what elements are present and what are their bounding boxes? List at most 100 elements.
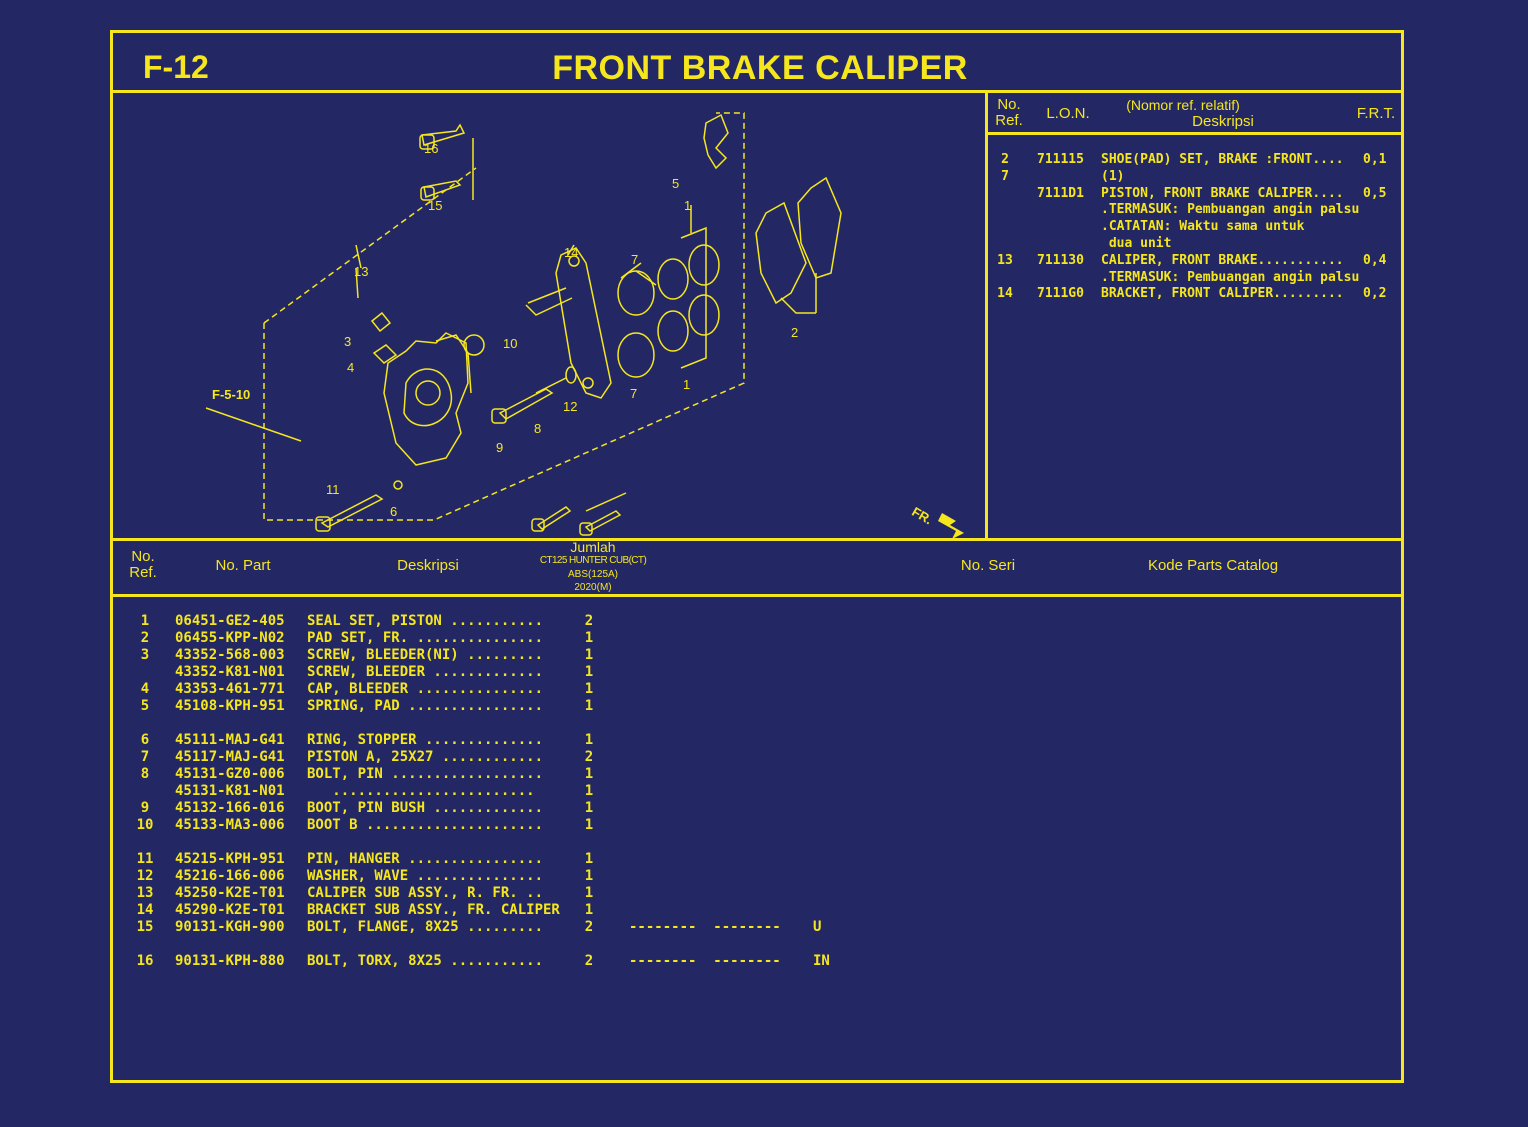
part-description: SCREW, BLEEDER ............. xyxy=(307,664,544,680)
part-description: PAD SET, FR. ............... xyxy=(307,630,544,646)
lon-header-ref: No. Ref. xyxy=(991,97,1027,129)
diagram-divider xyxy=(985,90,988,540)
lon-desc: .CATATAN: Waktu sama untuk xyxy=(1101,219,1305,235)
part-quantity: 2 xyxy=(584,613,594,629)
part-number: 45132-166-016 xyxy=(175,800,285,816)
parts-header-serial: No. Seri xyxy=(960,557,1016,574)
part-catalog-code: U xyxy=(813,919,822,935)
part-quantity: 1 xyxy=(584,732,594,748)
lon-ref: 7 xyxy=(1001,168,1009,184)
part-number: 43353-461-771 xyxy=(175,681,285,697)
part-number: 90131-KGH-900 xyxy=(175,919,285,935)
part-ref: 14 xyxy=(136,902,154,918)
callout-3: 3 xyxy=(344,334,351,349)
lon-header-desc-top: (Nomor ref. relatif) xyxy=(1126,97,1240,113)
parts-header-qty-year: 2020(M) xyxy=(574,582,612,593)
part-ref: 16 xyxy=(136,953,154,969)
part-description: CAP, BLEEDER ............... xyxy=(307,681,544,697)
part-description: BOOT, PIN BUSH ............. xyxy=(307,800,544,816)
part-quantity: 1 xyxy=(584,766,594,782)
part-catalog-code: IN xyxy=(813,953,830,969)
part-number: 45216-166-006 xyxy=(175,868,285,884)
part-number: 43352-568-003 xyxy=(175,647,285,663)
callout-2: 2 xyxy=(791,325,798,340)
lon-ref: 2 xyxy=(1001,152,1009,167)
callout-7-top: 7 xyxy=(631,252,638,267)
part-ref: 8 xyxy=(140,766,150,782)
exploded-diagram: 16 15 13 14 5 1 7 3 4 10 F-5-10 12 8 9 7… xyxy=(205,112,964,539)
direction-arrow-icon xyxy=(938,513,964,539)
lon-desc: .TERMASUK: Pembuangan angin palsu xyxy=(1101,269,1360,285)
lon-desc: PISTON, FRONT BRAKE CALIPER.... xyxy=(1101,185,1344,201)
part-number: 45117-MAJ-G41 xyxy=(175,749,285,765)
lon-desc: (1) xyxy=(1101,168,1125,184)
lon-code: 7111D1 xyxy=(1037,185,1084,201)
callout-6: 6 xyxy=(390,504,397,519)
part-quantity: 1 xyxy=(584,851,594,867)
parts-header-qty-title: Jumlah xyxy=(570,539,616,555)
part-ref: 11 xyxy=(136,851,154,867)
lon-frt: 0,4 xyxy=(1363,252,1387,268)
callout-9: 9 xyxy=(496,440,503,455)
page-title: FRONT BRAKE CALIPER xyxy=(552,49,968,87)
callout-13: 13 xyxy=(354,264,368,279)
part-serial: -------- -------- xyxy=(629,919,781,935)
callout-16-top: 16 xyxy=(424,141,438,156)
part-number: 45250-K2E-T01 xyxy=(175,885,285,901)
callout-14: 14 xyxy=(564,245,578,260)
part-description: BOOT B ..................... xyxy=(307,817,544,833)
callout-f-5-10: F-5-10 xyxy=(212,387,250,402)
part-quantity: 1 xyxy=(584,681,594,697)
part-description: BOLT, TORX, 8X25 ........... xyxy=(307,953,544,969)
part-quantity: 1 xyxy=(584,868,594,884)
part-description: BRACKET SUB ASSY., FR. CALIPER xyxy=(307,902,560,918)
callout-10: 10 xyxy=(503,336,517,351)
lon-code: 711130 xyxy=(1037,252,1084,268)
part-ref: 9 xyxy=(140,800,150,816)
part-number: 06451-GE2-405 xyxy=(175,613,285,629)
lon-code: 711115 xyxy=(1037,152,1084,167)
callout-4: 4 xyxy=(347,360,354,375)
part-number: 45131-K81-N01 xyxy=(175,783,285,799)
lon-header-desc: Deskripsi xyxy=(1192,113,1254,130)
part-quantity: 1 xyxy=(584,630,594,646)
callout-8: 8 xyxy=(534,421,541,436)
part-description: PIN, HANGER ................ xyxy=(307,851,544,867)
lon-header-divider xyxy=(985,132,1401,135)
part-description: SEAL SET, PISTON ........... xyxy=(307,613,544,629)
lon-header-lon: L.O.N. xyxy=(1046,105,1090,122)
parts-header-qty-type: ABS(125A) xyxy=(567,569,619,580)
callout-7-bottom: 7 xyxy=(630,386,637,401)
part-number: 45131-GZ0-006 xyxy=(175,766,285,782)
lon-ref: 13 xyxy=(997,252,1013,268)
lon-desc: BRACKET, FRONT CALIPER......... xyxy=(1101,286,1344,302)
lon-desc: SHOE(PAD) SET, BRAKE :FRONT.... xyxy=(1101,152,1344,167)
direction-label: FR. xyxy=(909,504,935,527)
part-ref: 5 xyxy=(140,698,150,714)
callout-12: 12 xyxy=(563,399,577,414)
part-ref: 10 xyxy=(136,817,154,833)
part-number: 45108-KPH-951 xyxy=(175,698,285,714)
part-quantity: 1 xyxy=(584,783,594,799)
part-quantity: 2 xyxy=(584,749,594,765)
callout-11: 11 xyxy=(326,482,340,497)
lon-frt: 0,1 xyxy=(1363,152,1387,167)
callout-1-bottom: 1 xyxy=(683,377,690,392)
part-number: 45133-MA3-006 xyxy=(175,817,285,833)
parts-header-desc: Deskripsi xyxy=(397,557,459,574)
part-ref: 13 xyxy=(136,885,154,901)
part-ref: 3 xyxy=(140,647,150,663)
part-description: SPRING, PAD ................ xyxy=(307,698,544,714)
part-description: BOLT, FLANGE, 8X25 ......... xyxy=(307,919,544,935)
title-divider xyxy=(113,90,1401,93)
part-quantity: 2 xyxy=(584,953,594,969)
lon-ref: 14 xyxy=(997,286,1013,302)
part-ref: 6 xyxy=(140,732,150,748)
part-description: PISTON A, 25X27 ............ xyxy=(307,749,544,765)
callout-5: 5 xyxy=(672,176,679,191)
parts-header-divider xyxy=(113,594,1401,597)
part-ref: 1 xyxy=(140,613,150,629)
part-quantity: 1 xyxy=(584,817,594,833)
part-number: 43352-K81-N01 xyxy=(175,664,285,680)
lon-header-frt: F.R.T. xyxy=(1356,105,1396,122)
